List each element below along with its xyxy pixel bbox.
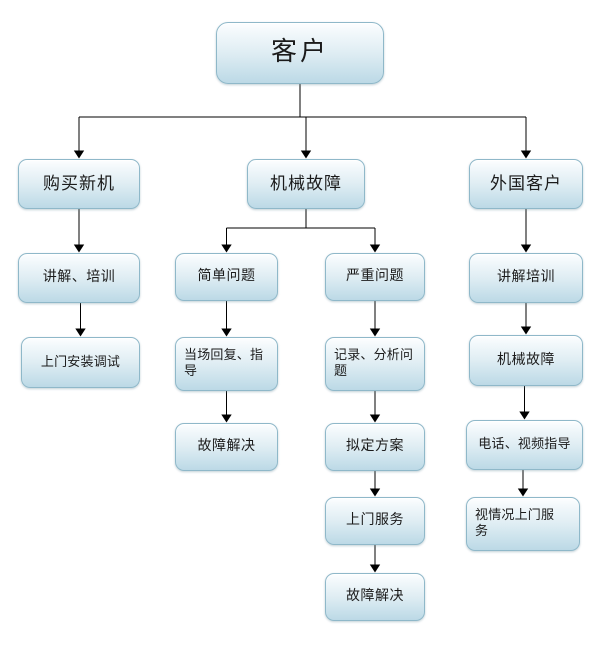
flow-node-plan[interactable]: 拟定方案 — [325, 423, 425, 471]
flow-node-fault_fix2[interactable]: 故障解决 — [325, 573, 425, 621]
flow-node-cond_onsite[interactable]: 视情况上门服 务 — [466, 497, 580, 551]
flow-node-label: 购买新机 — [43, 173, 115, 194]
flow-node-label: 视情况上门服 务 — [475, 508, 555, 539]
flow-node-reply_guide[interactable]: 当场回复、指 导 — [175, 337, 278, 391]
flow-node-label: 拟定方案 — [346, 438, 404, 455]
edge-group-root — [73, 84, 532, 159]
flow-node-label: 机械故障 — [270, 173, 342, 194]
edge-onsite_svc-to-fault_fix2 — [369, 545, 381, 573]
edge-mech_fault2-to-phone_video — [519, 386, 530, 420]
flow-node-label: 讲解培训 — [497, 269, 555, 286]
flow-node-simple_q[interactable]: 简单问题 — [175, 253, 278, 301]
flow-node-phone_video[interactable]: 电话、视频指导 — [466, 420, 583, 470]
flow-node-label: 外国客户 — [490, 173, 562, 194]
edge-record_an-to-plan — [369, 391, 381, 423]
flow-node-foreign[interactable]: 外国客户 — [469, 159, 583, 209]
edge-group-mech_fault — [221, 209, 381, 253]
flow-node-buy_new[interactable]: 购买新机 — [18, 159, 140, 209]
flow-node-severe_q[interactable]: 严重问题 — [325, 253, 425, 301]
flow-node-explain_tr1[interactable]: 讲解、培训 — [18, 253, 140, 303]
flow-node-explain_tr2[interactable]: 讲解培训 — [469, 253, 583, 303]
edge-simple_q-to-reply_guide — [221, 301, 232, 337]
edge-plan-to-onsite_svc — [369, 471, 381, 497]
edge-reply_guide-to-fault_fix1 — [221, 391, 232, 423]
edge-phone_video-to-cond_onsite — [517, 470, 529, 497]
flow-node-mech_fault[interactable]: 机械故障 — [247, 159, 365, 209]
flow-node-root[interactable]: 客户 — [216, 22, 384, 84]
flow-node-label: 当场回复、指 导 — [184, 348, 264, 379]
flow-node-label: 客户 — [270, 37, 329, 68]
flow-node-label: 记录、分析问 题 — [334, 348, 414, 379]
edge-severe_q-to-record_an — [369, 301, 381, 337]
flow-node-label: 上门服务 — [346, 512, 404, 529]
flow-node-label: 故障解决 — [346, 588, 404, 605]
edge-foreign-to-explain_tr2 — [520, 209, 532, 253]
flow-node-record_an[interactable]: 记录、分析问 题 — [325, 337, 425, 391]
flow-node-onsite_svc[interactable]: 上门服务 — [325, 497, 425, 545]
flow-node-label: 上门安装调试 — [40, 354, 121, 370]
edge-buy_new-to-explain_tr1 — [73, 209, 85, 253]
flow-node-label: 讲解、培训 — [42, 269, 116, 286]
flow-node-label: 简单问题 — [197, 268, 256, 285]
flow-node-mech_fault2[interactable]: 机械故障 — [469, 335, 583, 386]
flow-node-label: 机械故障 — [497, 351, 555, 368]
flow-node-label: 故障解决 — [197, 438, 256, 455]
flow-node-label: 电话、视频指导 — [478, 437, 571, 453]
flow-node-label: 严重问题 — [346, 268, 404, 285]
flow-node-fault_fix1[interactable]: 故障解决 — [175, 423, 278, 471]
edge-explain_tr2-to-mech_fault2 — [520, 303, 532, 335]
flow-node-onsite_inst[interactable]: 上门安装调试 — [21, 337, 140, 388]
edge-explain_tr1-to-onsite_inst — [75, 303, 86, 337]
